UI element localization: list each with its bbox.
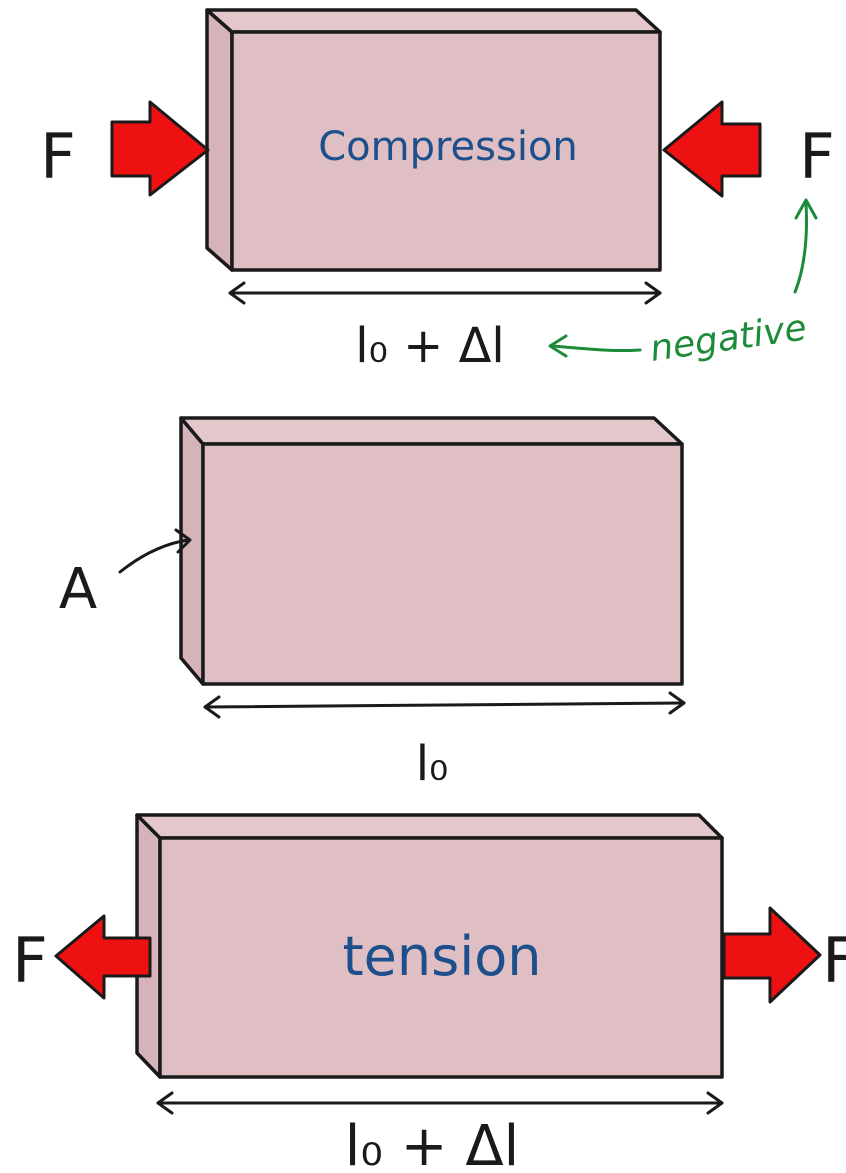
rest-block-side-face: [179, 416, 205, 686]
tension-dimension-arrowhead-right: [706, 1091, 724, 1115]
rest-block: [179, 416, 684, 686]
tension-force-label-left: F: [12, 924, 48, 997]
compression-block: [205, 8, 662, 272]
tension-force-arrow-right: [722, 906, 822, 1004]
rest-block-top-face: [179, 416, 684, 446]
rest-block-front-face: [201, 442, 684, 686]
tension-length-dimension: [156, 1091, 724, 1115]
compression-block-top-face: [205, 8, 662, 34]
rest-dimension-arrowhead-right: [668, 691, 686, 715]
rest-dimension-arrowhead-left: [203, 695, 221, 719]
compression-force-label-right: F: [799, 120, 835, 193]
compression-panel: Compression F F l₀ + Δl negative: [40, 8, 835, 374]
tension-block-front-face: [158, 836, 724, 1079]
negative-pointer-arrow-left: [550, 344, 642, 353]
tension-force-label-right: F: [822, 924, 846, 997]
compression-length-label: l₀ + Δl: [355, 318, 504, 374]
area-pointer-arrowhead: [174, 528, 192, 554]
negative-annotation: [548, 198, 818, 358]
compression-force-arrow-left: [110, 100, 210, 197]
compression-block-front-face: [230, 30, 662, 272]
compression-length-dimension: [228, 281, 662, 305]
rest-length-dimension: [203, 691, 686, 719]
negative-pointer-arrowhead-left: [548, 334, 568, 358]
tension-force-arrow-left: [54, 914, 152, 1000]
tension-panel: tension F F l₀ + Δl: [12, 813, 846, 1173]
compression-force-label-left: F: [40, 120, 76, 193]
compression-dimension-arrowhead-left: [228, 281, 246, 305]
compression-dimension-arrowhead-right: [644, 281, 662, 305]
rest-dimension-line: [203, 701, 686, 709]
tension-label: tension: [342, 925, 541, 988]
negative-label: negative: [648, 307, 810, 370]
tension-dimension-arrowhead-left: [156, 1091, 174, 1115]
tension-block: [135, 813, 724, 1079]
rest-panel: A l₀: [59, 416, 686, 792]
compression-force-arrow-right: [662, 100, 762, 198]
rest-length-label: l₀: [416, 736, 449, 792]
compression-block-side-face: [205, 8, 234, 272]
tension-length-label: l₀ + Δl: [345, 1114, 519, 1173]
tension-block-top-face: [135, 813, 724, 840]
area-pointer-arrow: [118, 538, 190, 574]
negative-pointer-arrowhead-up: [794, 198, 818, 220]
compression-label: Compression: [318, 124, 578, 170]
area-label: A: [59, 557, 97, 622]
negative-pointer-arrow-up: [793, 202, 808, 294]
